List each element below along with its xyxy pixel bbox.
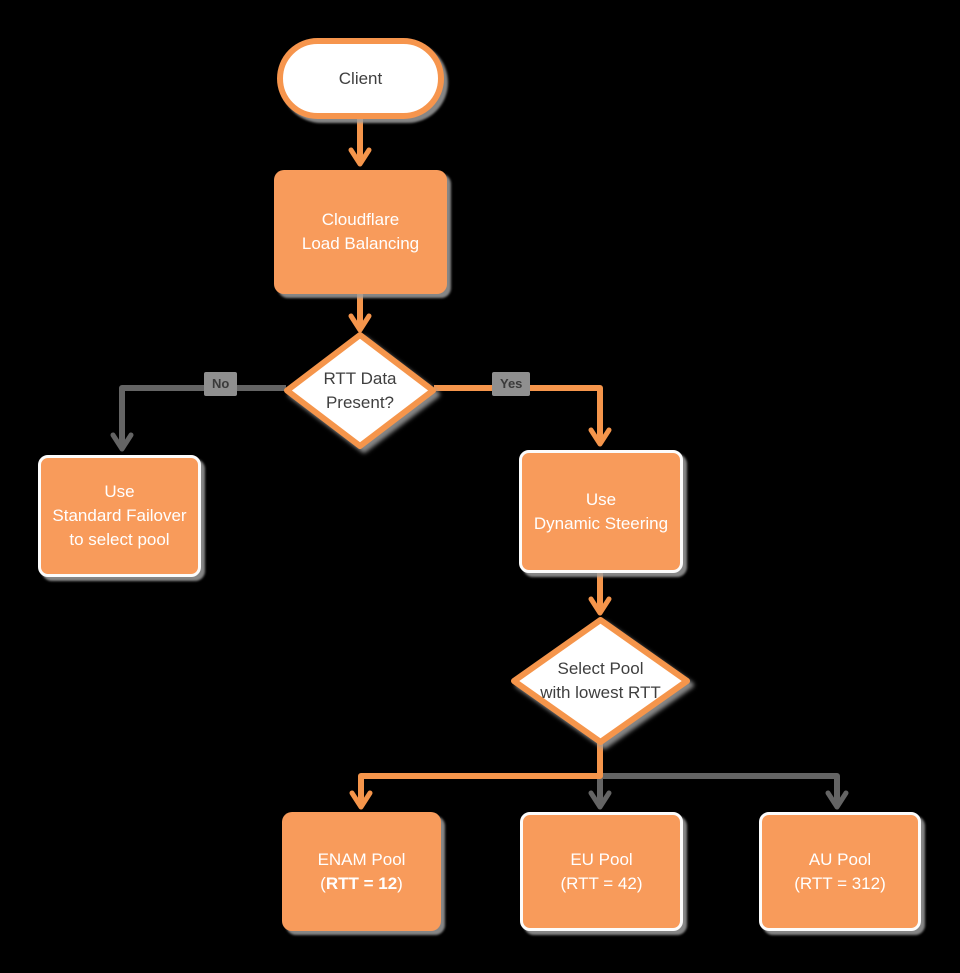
node-rtt-data-present-decision: RTT Data Present? [283,331,437,450]
edge-label-yes: Yes [492,372,531,396]
node-client: Client [277,38,444,119]
decision-selectpool-line1: Select Pool [557,659,644,678]
decision-rtt-line1: RTT Data [323,368,397,388]
edge-label-no: No [204,372,238,396]
enam-rtt-open-paren: ( [320,873,326,893]
edge-selectpool-to-au [600,773,849,810]
node-standard-failover: Use Standard Failover to select pool [38,455,201,577]
decision-rtt-line2: Present? [325,392,395,412]
decision-diamond-shape [284,332,436,449]
edge-selectpool-to-enam [349,742,603,810]
select-pool-diamond-shape [511,617,690,745]
node-failover-line2: Standard Failover [52,506,187,525]
node-eu-pool: EU Pool (RTT = 42) [520,812,683,931]
node-eu-line1: EU Pool [570,849,633,869]
decision-selectpool-line2: with lowest RTT [540,683,661,702]
node-au-line1: AU Pool [808,849,872,869]
edge-decision-to-failover [110,385,286,452]
node-enam-line1: ENAM Pool [317,849,406,869]
node-client-label: Client [338,68,383,88]
node-enam-line2: (RTT = 12) [320,872,403,896]
node-failover-line1: Use [104,482,135,501]
node-cloudflare-line2: Load Balancing [301,234,420,253]
node-cloudflare-line1: Cloudflare [321,210,400,229]
node-enam-pool: ENAM Pool (RTT = 12) [282,812,441,931]
node-failover-line3: to select pool [69,530,170,549]
node-cloudflare-load-balancing: Cloudflare Load Balancing [274,170,447,294]
enam-rtt-value: RTT = 12 [325,873,398,893]
enam-rtt-close-paren: ) [397,873,403,893]
node-au-pool: AU Pool (RTT = 312) [759,812,921,931]
node-eu-line2: (RTT = 42) [560,873,643,893]
node-au-line2: (RTT = 312) [794,873,886,893]
node-select-pool-decision: Select Pool with lowest RTT [510,616,691,746]
node-dynamic-line1: Use [585,489,617,509]
node-dynamic-line2: Dynamic Steering [533,513,669,533]
node-dynamic-steering: Use Dynamic Steering [519,450,683,573]
edge-decision-to-dynamic [434,385,612,447]
